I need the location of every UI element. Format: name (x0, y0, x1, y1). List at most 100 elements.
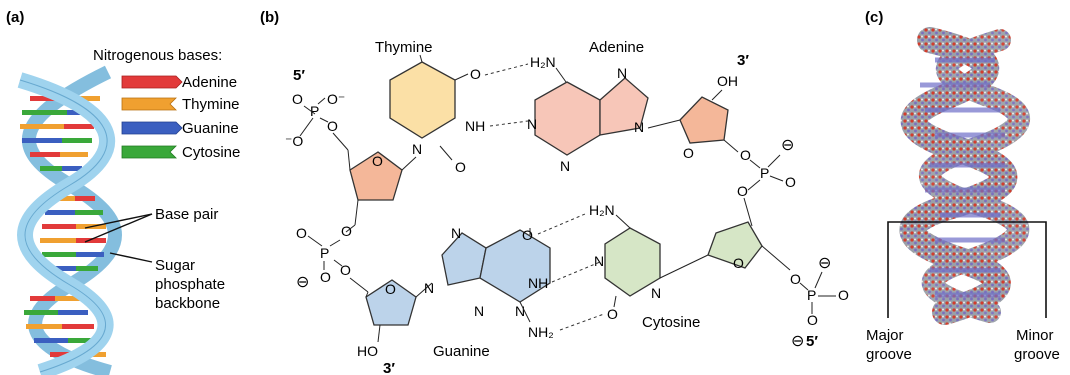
adenine-label: Adenine (589, 39, 644, 56)
svg-text:⊖: ⊖ (296, 274, 309, 291)
svg-text:OH: OH (717, 73, 738, 89)
phosphate-bottom-right: P ⊖ O O ⊖ (791, 255, 849, 350)
rung (30, 152, 88, 157)
svg-text:N: N (527, 116, 537, 132)
svg-text:O: O (372, 153, 383, 169)
major-groove-label-1: Major (866, 327, 904, 344)
space-filling-helix (899, 27, 1030, 325)
minor-groove-label-1: Minor (1016, 327, 1054, 344)
svg-text:O: O (683, 145, 694, 161)
svg-text:Cytosine: Cytosine (182, 144, 240, 161)
sugar-top-right (679, 96, 729, 144)
svg-text:O: O (737, 183, 748, 199)
guanine: Guanine N N N N NH O NH₂ (424, 225, 554, 360)
adenine-ring (534, 81, 601, 156)
svg-text:O: O (733, 255, 744, 271)
rung (30, 296, 80, 301)
rung (40, 238, 106, 243)
svg-text:O: O (385, 281, 396, 297)
svg-text:NH: NH (528, 275, 548, 291)
svg-text:N: N (617, 65, 627, 81)
five-prime-top: 5′ (293, 67, 305, 84)
svg-text:O: O (327, 118, 338, 134)
sugar-bottom-right (707, 221, 763, 269)
cytosine: Cytosine H₂N N N O (589, 202, 709, 331)
svg-text:O: O (296, 225, 307, 241)
major-groove-bracket (887, 221, 975, 318)
svg-text:⊖: ⊖ (781, 137, 794, 154)
svg-text:O: O (740, 147, 751, 163)
rung (40, 166, 82, 171)
svg-text:N: N (515, 303, 525, 319)
svg-text:O: O (292, 91, 303, 107)
svg-text:H₂N: H₂N (530, 54, 556, 70)
phosphate-bottom-left: P O O O O ⊖ (296, 223, 369, 293)
hbond (537, 213, 586, 235)
three-prime-bottom: 3′ (383, 360, 395, 375)
svg-text:HO: HO (357, 343, 378, 359)
svg-text:N: N (560, 158, 570, 174)
svg-text:Adenine: Adenine (182, 74, 237, 91)
svg-text:H₂N: H₂N (589, 202, 615, 218)
svg-text:Thymine: Thymine (182, 96, 240, 113)
sugar-top-left (349, 151, 403, 201)
rung (42, 224, 106, 229)
thymine-label: Thymine (375, 39, 433, 56)
panel-a: (a) Nitrogenous bases: (6, 9, 240, 375)
legend-item-adenine: Adenine (121, 74, 237, 91)
svg-text:O: O (455, 159, 466, 175)
svg-text:N: N (451, 225, 461, 241)
svg-text:O: O (790, 271, 801, 287)
svg-text:⊖: ⊖ (791, 333, 804, 350)
panel-b-label: (b) (260, 9, 279, 26)
rung (42, 252, 104, 257)
hbond (489, 120, 529, 127)
panel-b: (b) 5′ 3′ 3′ 5′ P O O⁻ ⁻O O O Thymine O (260, 9, 849, 375)
rung (48, 266, 98, 271)
legend-item-thymine: Thymine (121, 96, 240, 113)
base-pair-label: Base pair (155, 206, 218, 223)
legend-item-guanine: Guanine (121, 120, 239, 137)
svg-text:NH: NH (465, 118, 485, 134)
hbond (551, 261, 601, 283)
svg-text:⊖: ⊖ (818, 255, 831, 272)
phosphate-top-left: P O O⁻ ⁻O O (285, 91, 349, 151)
svg-text:O: O (470, 66, 481, 82)
svg-text:P: P (807, 287, 816, 303)
svg-text:NH₂: NH₂ (528, 324, 554, 340)
svg-text:N: N (474, 303, 484, 319)
major-groove-label-2: groove (866, 346, 912, 363)
rung (26, 324, 94, 329)
panel-a-label: (a) (6, 9, 24, 26)
guanine-label: Guanine (433, 343, 490, 360)
svg-text:O: O (320, 269, 331, 285)
svg-text:P: P (310, 103, 319, 119)
sugar-bottom-left (365, 279, 417, 326)
minor-groove-bracket (975, 221, 1047, 318)
rung (34, 338, 100, 343)
svg-text:N: N (651, 285, 661, 301)
legend-title: Nitrogenous bases: (93, 47, 222, 64)
svg-text:Guanine: Guanine (182, 120, 239, 137)
hbond (484, 63, 529, 76)
backbone-label-2: phosphate (155, 276, 225, 293)
cytosine-ring (604, 227, 661, 297)
guanine-ring (441, 232, 487, 286)
svg-text:N: N (634, 119, 644, 135)
panel-c: (c) Major groove Minor groove (865, 9, 1060, 363)
five-prime-bottom: 5′ (806, 333, 818, 350)
svg-text:O⁻: O⁻ (327, 91, 345, 107)
svg-text:O: O (607, 306, 618, 322)
svg-text:P: P (320, 245, 329, 261)
svg-text:O: O (785, 174, 796, 190)
hbond (559, 313, 605, 331)
svg-text:O: O (522, 227, 533, 243)
legend-item-cytosine: Cytosine (121, 144, 240, 161)
adenine: Adenine H₂N N N N N (527, 39, 649, 174)
backbone-strand-back (22, 65, 122, 375)
phosphate-right: P ⊖ O O (737, 137, 796, 227)
svg-text:N: N (424, 280, 434, 296)
svg-text:O: O (807, 312, 818, 328)
svg-text:N: N (412, 141, 422, 157)
